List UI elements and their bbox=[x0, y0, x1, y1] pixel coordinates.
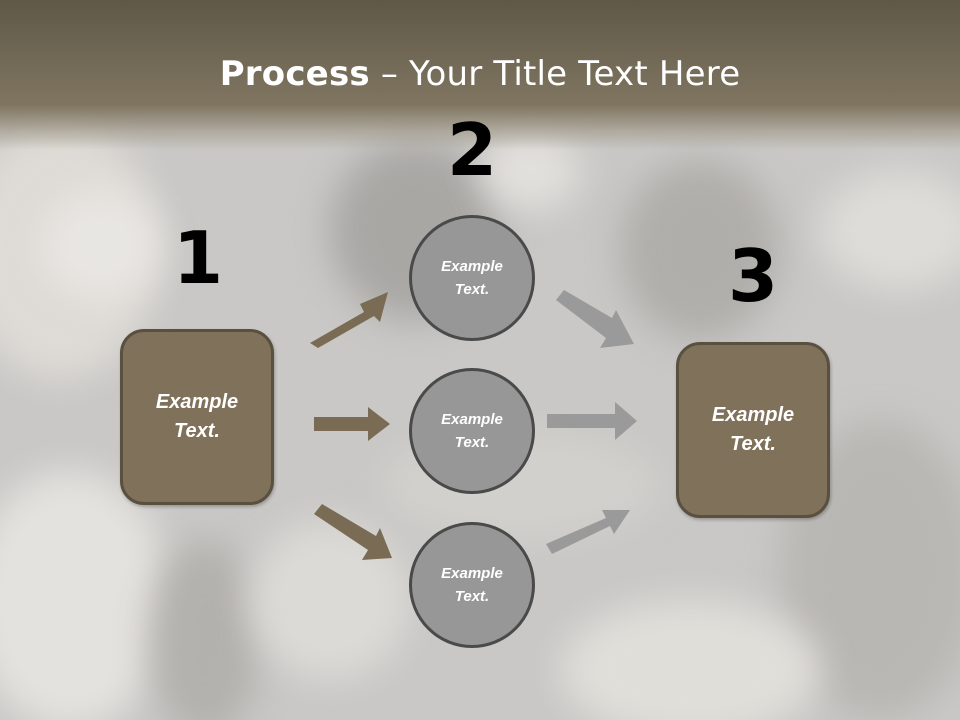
circle-middle-label: Example Text. bbox=[441, 411, 503, 451]
step-number-1: 1 bbox=[172, 216, 224, 300]
arrow-up-right-icon bbox=[546, 510, 630, 554]
arrow-up-right-icon bbox=[310, 292, 388, 348]
arrow-right-icon bbox=[314, 407, 390, 441]
circle-bottom-label: Example Text. bbox=[441, 565, 503, 605]
step-2-circle-bottom[interactable]: Example Text. bbox=[409, 522, 535, 648]
step-1-box[interactable]: Example Text. bbox=[120, 329, 274, 505]
circle-top-label: Example Text. bbox=[441, 258, 503, 298]
arrow-down-right-icon bbox=[314, 504, 392, 560]
step-3-label: Example Text. bbox=[711, 404, 795, 455]
arrow-right-icon bbox=[547, 402, 637, 440]
page-title: Process – Your Title Text Here bbox=[0, 52, 960, 96]
step-1-label: Example Text. bbox=[155, 391, 239, 442]
arrow-down-right-icon bbox=[556, 290, 634, 348]
header-band bbox=[0, 0, 960, 150]
step-number-2: 2 bbox=[446, 108, 498, 192]
step-number-3: 3 bbox=[727, 234, 779, 318]
title-rest: – Your Title Text Here bbox=[369, 54, 741, 94]
title-bold: Process bbox=[219, 54, 370, 94]
step-2-circle-top[interactable]: Example Text. bbox=[409, 215, 535, 341]
step-3-box[interactable]: Example Text. bbox=[676, 342, 830, 518]
step-2-circle-middle[interactable]: Example Text. bbox=[409, 368, 535, 494]
